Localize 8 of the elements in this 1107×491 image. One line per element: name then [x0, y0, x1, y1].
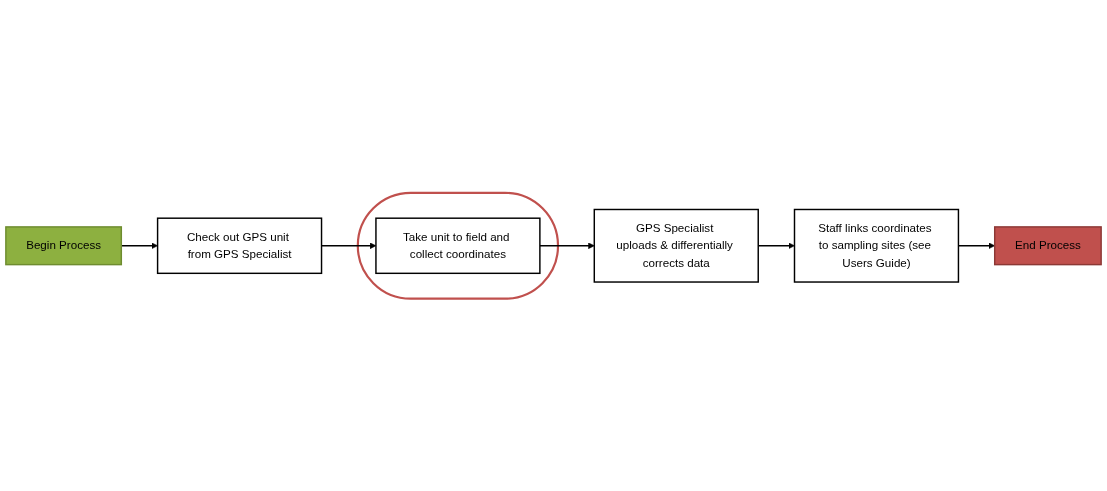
- node-box: Begin Process: [5, 225, 123, 266]
- node-box: Staff links coordinates to sampling sites (see Users Guide): [793, 208, 960, 283]
- node-box: GPS Specialist uploads & differentially corrects data: [593, 208, 759, 283]
- node-box: End Process: [994, 225, 1102, 266]
- arrow: [539, 242, 595, 249]
- node-box: Check out GPS unit from GPS Specialist: [156, 217, 323, 274]
- node-box: Take unit to field and collect coordinates: [375, 217, 541, 274]
- cluster: [356, 191, 560, 300]
